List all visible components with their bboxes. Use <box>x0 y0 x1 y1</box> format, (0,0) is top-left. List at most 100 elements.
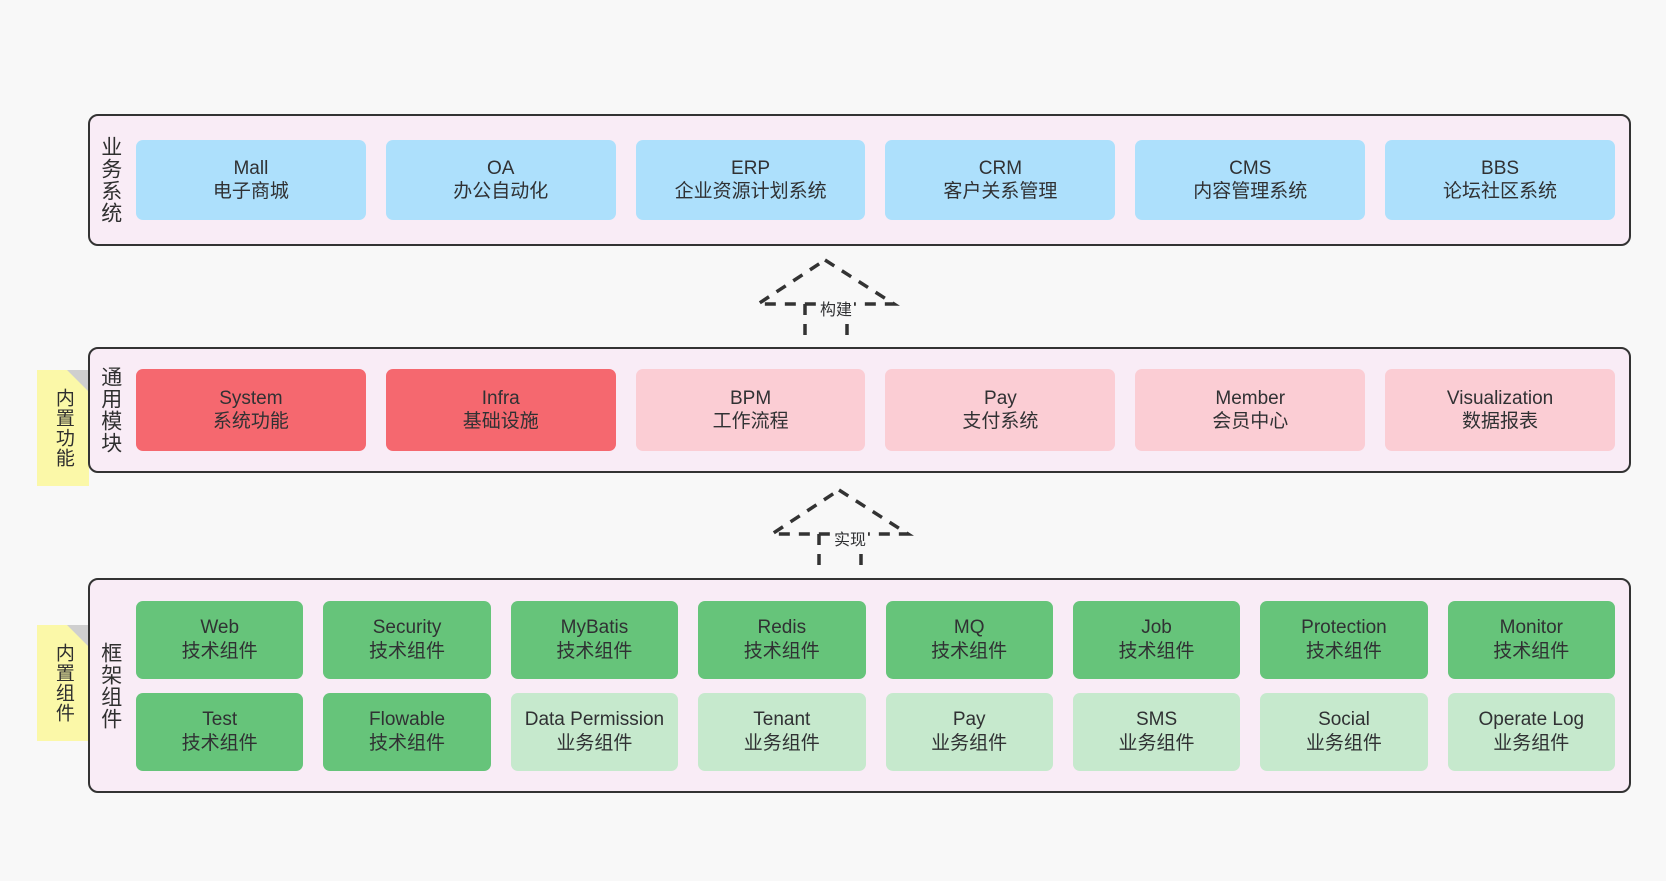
card-mq[interactable]: MQ 技术组件 <box>885 600 1053 679</box>
card-subtitle: 业务组件 <box>1305 732 1382 754</box>
card-subtitle: 企业资源计划系统 <box>674 181 827 202</box>
card-subtitle: 技术组件 <box>1118 640 1195 662</box>
card-cell: Job 技术组件 <box>1072 600 1241 679</box>
card-subtitle: 技术组件 <box>556 640 633 662</box>
card-title: CMS <box>1229 157 1272 179</box>
layer-body-common-module: System 系统功能 Infra 基础设施 BPM 工作流程 <box>130 349 1629 471</box>
layer-framework-component: 框架组件 Web 技术组件 Security 技术组件 <box>88 578 1631 793</box>
card-cell: Mall 电子商城 <box>136 140 366 220</box>
card-title: CRM <box>978 157 1023 179</box>
card-erp[interactable]: ERP 企业资源计划系统 <box>635 140 866 220</box>
card-crm[interactable]: CRM 客户关系管理 <box>885 140 1116 220</box>
card-cell: OA 办公自动化 <box>385 140 616 220</box>
card-subtitle: 基础设施 <box>462 411 539 432</box>
card-subtitle: 电子商城 <box>212 181 289 202</box>
card-subtitle: 技术组件 <box>1305 640 1382 662</box>
card-title: Operate Log <box>1478 709 1585 731</box>
card-subtitle: 支付系统 <box>962 411 1039 432</box>
card-cell: Security 技术组件 <box>323 600 491 679</box>
card-title: OA <box>487 157 515 179</box>
card-sms[interactable]: SMS 业务组件 <box>1072 692 1241 771</box>
card-subtitle: 业务组件 <box>556 732 633 754</box>
card-system[interactable]: System 系统功能 <box>136 369 366 451</box>
card-subtitle: 客户关系管理 <box>943 181 1058 202</box>
card-title: BPM <box>729 387 772 409</box>
card-cell: Web 技术组件 <box>136 600 304 679</box>
layer-title-common-module: 通用模块 <box>98 366 122 454</box>
note-builtin-features: 内置功能 <box>37 370 89 486</box>
card-cell: MyBatis 技术组件 <box>510 600 679 679</box>
card-oa[interactable]: OA 办公自动化 <box>385 140 616 220</box>
card-visualization[interactable]: Visualization 数据报表 <box>1385 369 1615 451</box>
card-mybatis[interactable]: MyBatis 技术组件 <box>510 600 679 679</box>
card-bpm[interactable]: BPM 工作流程 <box>635 369 866 451</box>
card-subtitle: 技术组件 <box>369 640 446 662</box>
card-title: Job <box>1141 617 1172 639</box>
card-title: Protection <box>1301 617 1387 639</box>
card-subtitle: 数据报表 <box>1462 411 1539 432</box>
card-subtitle: 内容管理系统 <box>1193 181 1308 202</box>
card-cell: Monitor 技术组件 <box>1447 600 1615 679</box>
card-monitor[interactable]: Monitor 技术组件 <box>1447 600 1615 679</box>
card-cell: CRM 客户关系管理 <box>885 140 1116 220</box>
card-operate-log[interactable]: Operate Log 业务组件 <box>1447 692 1615 771</box>
card-row: Mall 电子商城 OA 办公自动化 ERP 企业资源计划系统 <box>136 140 1615 220</box>
card-cell: Redis 技术组件 <box>698 600 866 679</box>
card-title: Social <box>1318 709 1370 731</box>
card-cms[interactable]: CMS 内容管理系统 <box>1135 140 1366 220</box>
card-subtitle: 论坛社区系统 <box>1443 181 1558 202</box>
note-builtin-components: 内置组件 <box>37 625 89 741</box>
layer-common-module: 通用模块 System 系统功能 Infra 基础设施 <box>88 347 1631 473</box>
card-title: Web <box>200 617 240 639</box>
card-cell: Infra 基础设施 <box>385 369 616 451</box>
card-mall[interactable]: Mall 电子商城 <box>136 140 366 220</box>
layer-title-business-system: 业务系统 <box>98 136 122 224</box>
card-subtitle: 会员中心 <box>1212 411 1289 432</box>
card-pay-module[interactable]: Pay 支付系统 <box>885 369 1116 451</box>
card-cell: Member 会员中心 <box>1135 369 1366 451</box>
card-subtitle: 业务组件 <box>1118 732 1195 754</box>
card-subtitle: 业务组件 <box>1493 732 1570 754</box>
card-cell: Tenant 业务组件 <box>698 692 866 771</box>
card-cell: Visualization 数据报表 <box>1385 369 1615 451</box>
card-tenant[interactable]: Tenant 业务组件 <box>698 692 866 771</box>
card-subtitle: 办公自动化 <box>453 181 549 202</box>
card-flowable[interactable]: Flowable 技术组件 <box>323 692 491 771</box>
card-cell: Pay 业务组件 <box>885 692 1053 771</box>
card-subtitle: 技术组件 <box>181 732 258 754</box>
card-protection[interactable]: Protection 技术组件 <box>1260 600 1428 679</box>
card-title: Test <box>202 709 238 731</box>
card-title: Security <box>372 617 442 639</box>
card-cell: BPM 工作流程 <box>635 369 866 451</box>
card-data-permission[interactable]: Data Permission 业务组件 <box>510 692 679 771</box>
card-cell: ERP 企业资源计划系统 <box>635 140 866 220</box>
connector-build-label: 构建 <box>818 296 855 320</box>
note-fold-corner-icon <box>67 370 89 392</box>
card-row: Test 技术组件 Flowable 技术组件 Data Permission … <box>136 692 1615 771</box>
card-pay-component[interactable]: Pay 业务组件 <box>885 692 1053 771</box>
card-title: Redis <box>757 617 807 639</box>
card-infra[interactable]: Infra 基础设施 <box>385 369 616 451</box>
card-redis[interactable]: Redis 技术组件 <box>698 600 866 679</box>
card-title: System <box>219 387 283 409</box>
card-subtitle: 工作流程 <box>712 411 789 432</box>
card-title: Pay <box>984 387 1017 409</box>
card-bbs[interactable]: BBS 论坛社区系统 <box>1385 140 1615 220</box>
card-member[interactable]: Member 会员中心 <box>1135 369 1366 451</box>
card-row: Web 技术组件 Security 技术组件 MyBatis 技术组件 <box>136 600 1615 679</box>
card-cell: Flowable 技术组件 <box>323 692 491 771</box>
card-test[interactable]: Test 技术组件 <box>136 692 304 771</box>
layer-body-business-system: Mall 电子商城 OA 办公自动化 ERP 企业资源计划系统 <box>130 116 1629 244</box>
card-cell: Data Permission 业务组件 <box>510 692 679 771</box>
layer-title-framework-component: 框架组件 <box>98 641 122 730</box>
card-title: Pay <box>952 709 986 731</box>
card-subtitle: 技术组件 <box>369 732 446 754</box>
connector-implement: 实现 <box>766 487 920 574</box>
card-job[interactable]: Job 技术组件 <box>1072 600 1241 679</box>
card-title: Tenant <box>753 709 811 731</box>
card-social[interactable]: Social 业务组件 <box>1260 692 1428 771</box>
card-title: MyBatis <box>560 617 629 639</box>
card-title: Data Permission <box>524 709 665 731</box>
card-web[interactable]: Web 技术组件 <box>136 600 304 679</box>
card-security[interactable]: Security 技术组件 <box>323 600 491 679</box>
